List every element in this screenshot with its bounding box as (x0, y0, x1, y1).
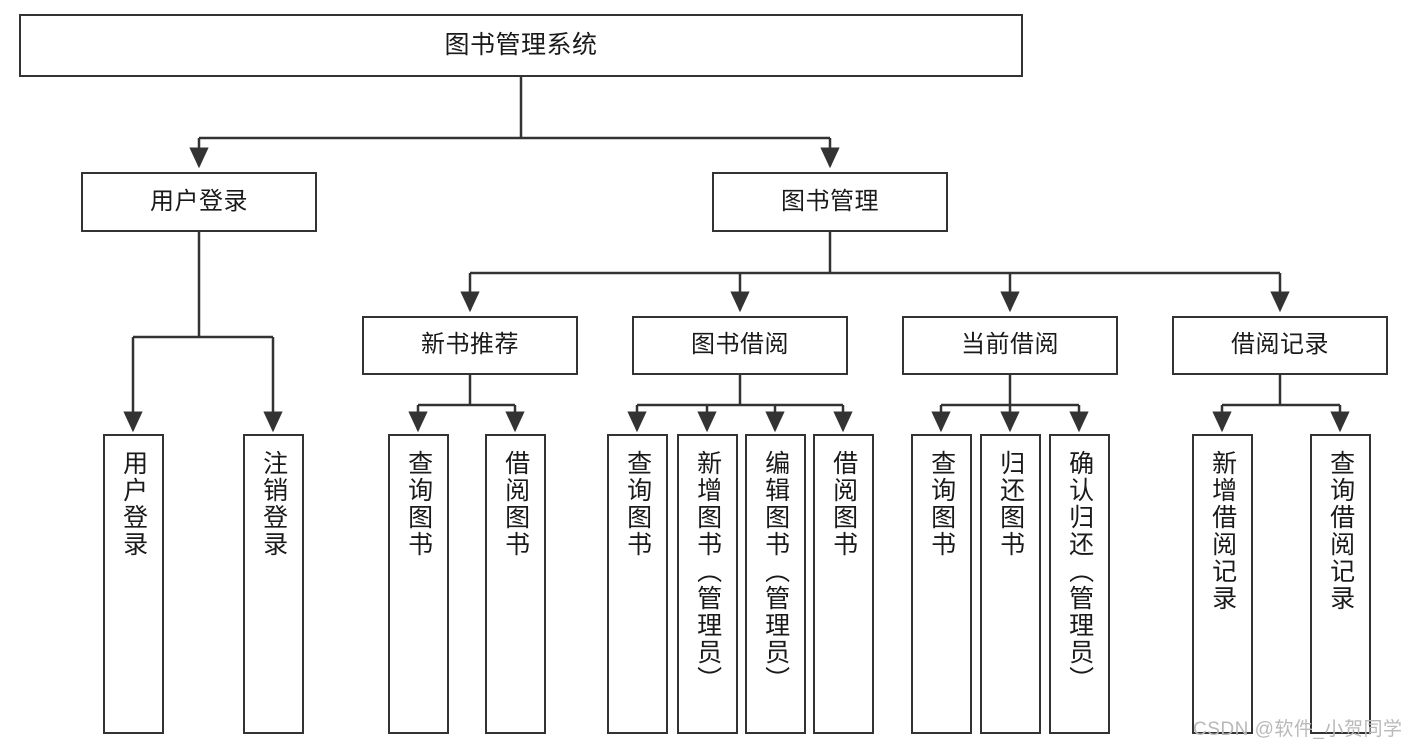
leaf-new-book-query[interactable]: 查询图书 (388, 434, 449, 734)
leaf-edit-book-admin[interactable]: 编辑图书（管理员） (745, 434, 806, 734)
node-label: 查询图书 (404, 450, 433, 558)
leaf-user-login[interactable]: 用户登录 (103, 434, 164, 734)
leaf-confirm-return-admin[interactable]: 确认归还（管理员） (1049, 434, 1110, 734)
leaf-logout[interactable]: 注销登录 (243, 434, 304, 734)
leaf-current-query-book[interactable]: 查询图书 (911, 434, 972, 734)
node-current-borrow[interactable]: 当前借阅 (902, 316, 1118, 375)
leaf-return-book[interactable]: 归还图书 (980, 434, 1041, 734)
node-label: 用户登录 (119, 450, 148, 558)
leaf-borrow-query-book[interactable]: 查询图书 (607, 434, 668, 734)
leaf-new-book-borrow[interactable]: 借阅图书 (485, 434, 546, 734)
node-label: 查询图书 (927, 450, 956, 558)
node-label: 当前借阅 (961, 331, 1059, 359)
node-label: 注销登录 (259, 450, 288, 558)
leaf-add-book-admin[interactable]: 新增图书（管理员） (677, 434, 738, 734)
node-label: 借阅图书 (829, 450, 858, 558)
node-label: 用户登录 (150, 187, 248, 215)
node-book-manage[interactable]: 图书管理 (712, 172, 948, 232)
node-label: 查询图书 (623, 450, 652, 558)
node-user-login[interactable]: 用户登录 (81, 172, 317, 232)
node-label: 编辑图书（管理员） (761, 450, 790, 693)
node-new-book-recommend[interactable]: 新书推荐 (362, 316, 578, 375)
node-label: 图书管理 (781, 187, 879, 215)
node-borrow-record[interactable]: 借阅记录 (1172, 316, 1388, 375)
node-label: 新增借阅记录 (1208, 450, 1237, 612)
node-label: 归还图书 (996, 450, 1025, 558)
node-label: 新书推荐 (421, 331, 519, 359)
node-book-borrow[interactable]: 图书借阅 (632, 316, 848, 375)
node-label: 借阅记录 (1231, 331, 1329, 359)
node-label: 图书借阅 (691, 331, 789, 359)
node-root-system[interactable]: 图书管理系统 (19, 14, 1023, 77)
leaf-borrow-book[interactable]: 借阅图书 (813, 434, 874, 734)
leaf-add-borrow-record[interactable]: 新增借阅记录 (1192, 434, 1253, 734)
node-label: 借阅图书 (501, 450, 530, 558)
watermark: CSDN @软件_小贺同学 (1193, 719, 1403, 740)
leaf-query-borrow-record[interactable]: 查询借阅记录 (1310, 434, 1371, 734)
node-label: 新增图书（管理员） (693, 450, 722, 693)
node-label: 确认归还（管理员） (1065, 450, 1094, 693)
node-label: 查询借阅记录 (1326, 450, 1355, 612)
node-label: 图书管理系统 (444, 30, 598, 59)
